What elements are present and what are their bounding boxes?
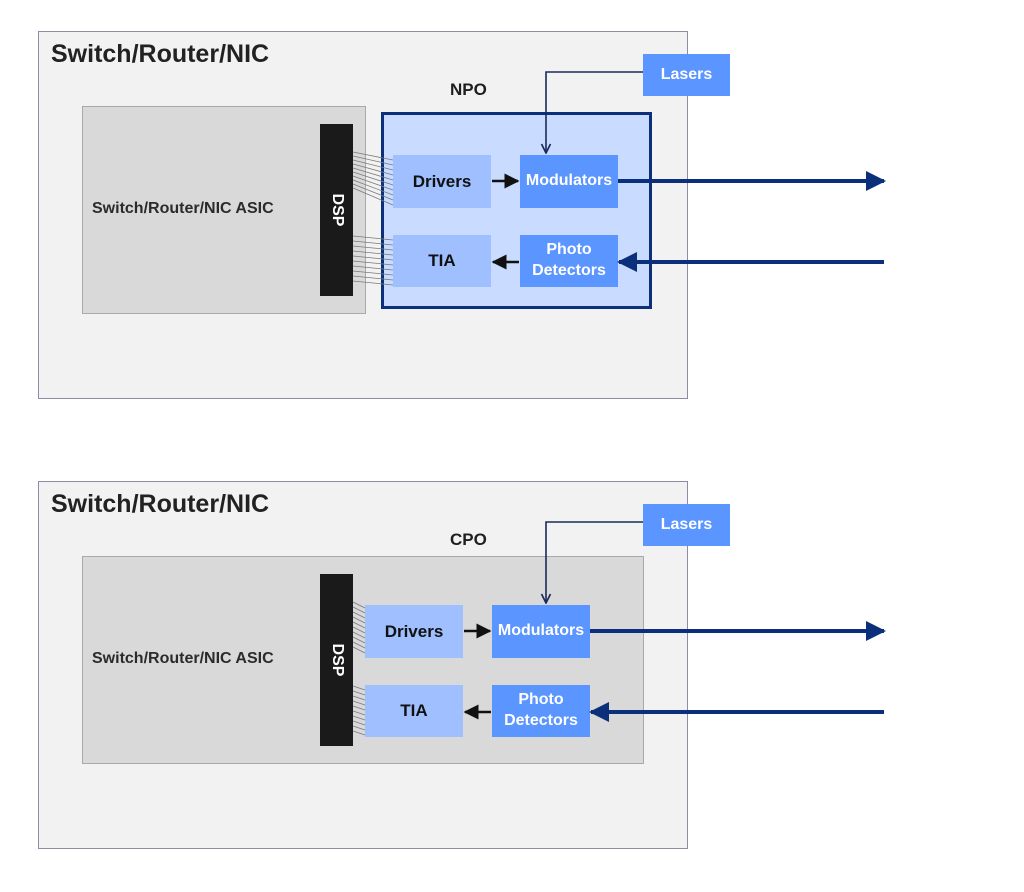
cpo-dsp-block: DSP: [320, 574, 353, 746]
cpo-modulators-block: Modulators: [492, 605, 590, 658]
npo-dsp-trace-group: [352, 151, 394, 286]
npo-lasers-block: Lasers: [643, 54, 730, 96]
npo-photo-detectors-line1: Photo: [546, 241, 592, 259]
cpo-photo-detectors-line2: Detectors: [504, 712, 578, 729]
npo-tia-block: TIA: [393, 235, 491, 287]
npo-laser-feed-arrow: [546, 71, 643, 153]
cpo-lasers-block: Lasers: [643, 504, 730, 546]
cpo-system-title: Switch/Router/NIC: [51, 490, 270, 518]
npo-dsp-block: DSP: [320, 124, 353, 296]
cpo-asic-label: Switch/Router/NIC ASIC: [92, 650, 274, 667]
npo-photo-detectors-line2: Detectors: [532, 262, 606, 279]
cpo-package-label: CPO: [450, 530, 487, 549]
npo-asic-label: Switch/Router/NIC ASIC: [92, 200, 274, 217]
cpo-photo-detectors-block: Photo Detectors: [492, 685, 590, 737]
npo-photo-detectors-block: Photo Detectors: [520, 235, 618, 287]
cpo-laser-feed-arrow: [546, 521, 643, 603]
npo-system-title: Switch/Router/NIC: [51, 40, 270, 68]
cpo-photo-detectors-line1: Photo: [518, 691, 564, 709]
npo-drivers-block: Drivers: [393, 155, 491, 208]
npo-package-label: NPO: [450, 80, 487, 99]
cpo-drivers-block: Drivers: [365, 605, 463, 658]
cpo-tia-block: TIA: [365, 685, 463, 737]
npo-modulators-block: Modulators: [520, 155, 618, 208]
npo-asic-box: [82, 106, 366, 314]
cpo-dsp-trace-group: [352, 601, 366, 736]
